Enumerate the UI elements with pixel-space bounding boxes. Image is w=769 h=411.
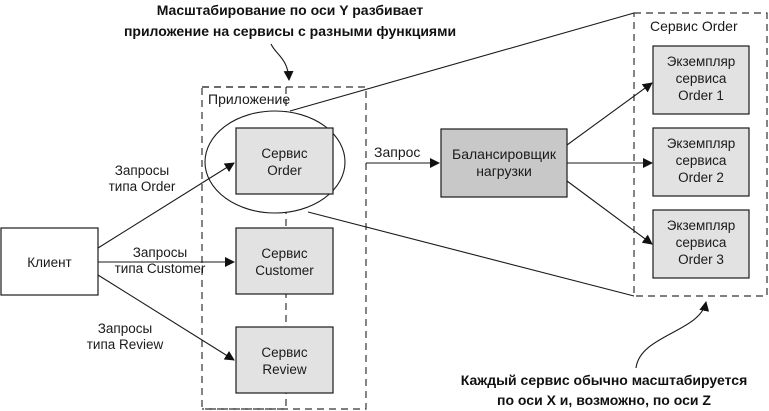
service-review-box[interactable]: Сервис Review bbox=[235, 326, 334, 394]
instance-2-line2: сервиса bbox=[676, 153, 727, 168]
application-container-border bbox=[202, 86, 367, 410]
label-review-requests-line2: типа Review bbox=[87, 337, 164, 352]
annotation-y-axis-line1: Масштабирование по оси Y разбивает bbox=[157, 2, 424, 18]
client-label: Клиент bbox=[27, 255, 71, 270]
label-customer-requests-line2: типа Customer bbox=[115, 261, 206, 276]
order-instance-2-box[interactable]: Экземпляр сервиса Order 2 bbox=[652, 127, 750, 197]
instance-1-line1: Экземпляр bbox=[667, 54, 736, 69]
client-box[interactable]: Клиент bbox=[0, 227, 99, 296]
application-title: Приложение bbox=[208, 91, 290, 107]
service-review-line2: Review bbox=[262, 362, 307, 377]
service-customer-box[interactable]: Сервис Customer bbox=[235, 227, 334, 295]
annotation-top-arrow bbox=[270, 43, 294, 81]
instance-3-line3: Order 3 bbox=[678, 252, 724, 267]
order-instance-3-box[interactable]: Экземпляр сервиса Order 3 bbox=[652, 209, 750, 279]
zoom-line-bottom bbox=[307, 211, 635, 297]
instance-3-line1: Экземпляр bbox=[667, 218, 736, 233]
order-service-group-container bbox=[633, 12, 768, 297]
label-order-requests-line2: типа Order bbox=[109, 179, 176, 194]
service-customer-line1: Сервис bbox=[261, 246, 307, 261]
instance-3-line2: сервиса bbox=[676, 235, 727, 250]
load-balancer-line2: нагрузки bbox=[476, 163, 532, 179]
annotation-x-axis-line2: по оси X и, возможно, по оси Z bbox=[497, 392, 711, 408]
service-order-box[interactable]: Сервис Order bbox=[235, 127, 334, 195]
instance-1-line2: сервиса bbox=[676, 71, 727, 86]
arrow-lb-to-instance-3 bbox=[566, 180, 653, 245]
arrow-client-to-review bbox=[97, 274, 235, 361]
annotation-bottom-arrow bbox=[635, 301, 710, 369]
order-instance-1-box[interactable]: Экземпляр сервиса Order 1 bbox=[652, 45, 750, 115]
zoom-line-top bbox=[289, 12, 635, 112]
instance-2-line3: Order 2 bbox=[678, 170, 724, 185]
label-order-requests-line1: Запросы bbox=[115, 163, 169, 178]
service-review-line1: Сервис bbox=[261, 345, 307, 360]
arrow-lb-to-instance-1 bbox=[566, 82, 653, 146]
request-label: Запрос bbox=[374, 144, 420, 160]
annotation-x-axis-line1: Каждый сервис обычно масштабируется bbox=[461, 372, 747, 388]
load-balancer-line1: Балансировщик bbox=[452, 146, 557, 162]
annotation-y-axis-line2: приложение на сервисы с разными функциям… bbox=[124, 23, 456, 39]
order-service-group-title: Сервис Order bbox=[650, 18, 738, 34]
service-order-line2: Order bbox=[267, 163, 302, 178]
instance-2-line1: Экземпляр bbox=[667, 136, 736, 151]
label-customer-requests-line1: Запросы bbox=[133, 245, 187, 260]
service-customer-line2: Customer bbox=[255, 263, 314, 278]
service-order-line1: Сервис bbox=[261, 146, 307, 161]
arrow-client-to-order bbox=[97, 162, 235, 249]
instance-1-line3: Order 1 bbox=[678, 88, 724, 103]
label-review-requests-line1: Запросы bbox=[98, 321, 152, 336]
load-balancer-box[interactable]: Балансировщик нагрузки bbox=[440, 128, 568, 198]
